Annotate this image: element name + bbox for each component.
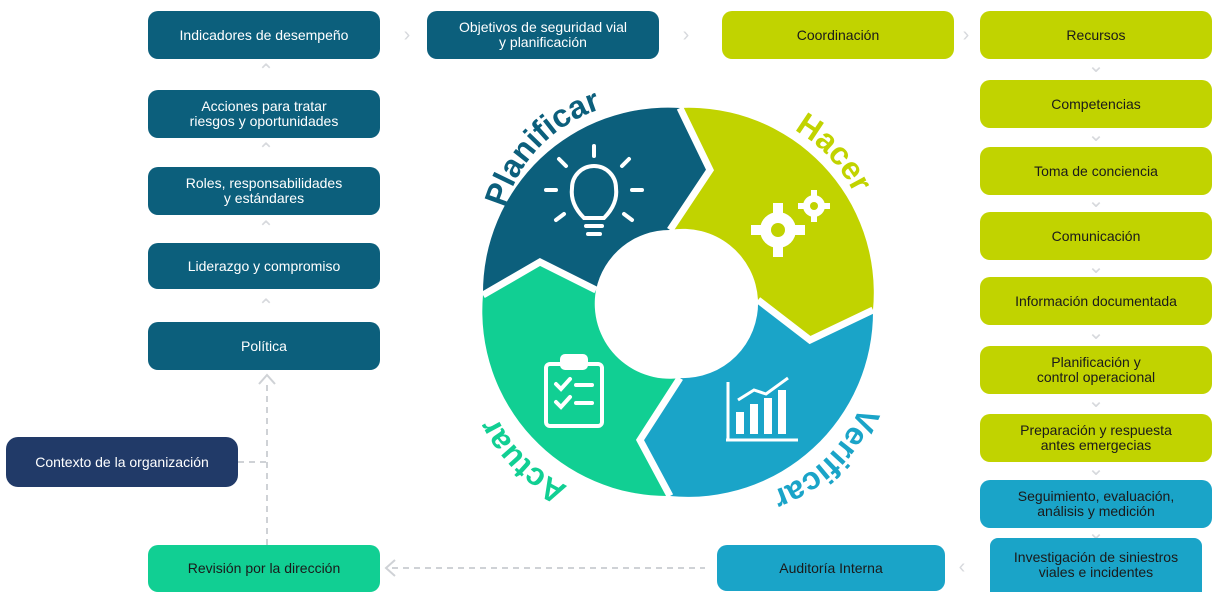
revision-direccion-label: Revisión por la dirección [187, 560, 341, 576]
indicadores-desempeno-label: Indicadores de desempeño [179, 26, 349, 43]
liderazgo-label: Liderazgo y compromiso [187, 257, 341, 274]
competencias-box: Competencias [980, 80, 1212, 128]
investigacion-line-2: viales e incidentes [1038, 564, 1154, 580]
objetivos-box: Objetivos de seguridad vial y planificac… [427, 11, 659, 59]
competencias-label: Competencias [1051, 95, 1141, 112]
chevron-right-icon: › [962, 24, 970, 46]
seguimiento-line-2: análisis y medición [1037, 503, 1155, 519]
chevron-down-icon: ⌄ [1087, 124, 1105, 146]
planificacion-control-line-1: Planificación y [1051, 354, 1141, 370]
chevron-up-icon: ⌃ [257, 140, 275, 162]
chevron-down-icon: ⌄ [1087, 322, 1105, 344]
planificacion-control-line-2: control operacional [1036, 369, 1156, 385]
planificacion-control-box: Planificación y control operacional [980, 346, 1212, 394]
recursos-box: Recursos [980, 11, 1212, 59]
toma-conciencia-box: Toma de conciencia [980, 147, 1212, 195]
coordinacion-label: Coordinación [796, 26, 880, 43]
informacion-documentada-box: Información documentada [980, 277, 1212, 325]
preparacion-line-2: antes emergecias [1040, 437, 1152, 453]
seguimiento-line-1: Seguimiento, evaluación, [1017, 488, 1175, 504]
investigacion-line-1: Investigación de siniestros [1013, 549, 1179, 565]
recursos-label: Recursos [1066, 26, 1126, 43]
gears-icon [751, 190, 830, 257]
chevron-up-icon: ⌃ [257, 218, 275, 240]
seguimiento-evaluacion-box: Seguimiento, evaluación, análisis y medi… [980, 480, 1212, 528]
chevron-down-icon: ⌄ [1087, 458, 1105, 480]
coordinacion-box: Coordinación [722, 11, 954, 59]
contexto-organizacion-label: Contexto de la organización [35, 453, 209, 470]
chevron-down-icon: ⌄ [1087, 190, 1105, 212]
chevron-down-icon: ⌄ [1087, 256, 1105, 278]
verificar-segment [640, 300, 874, 497]
toma-conciencia-label: Toma de conciencia [1034, 162, 1158, 179]
preparacion-line-1: Preparación y respuesta [1020, 422, 1172, 438]
lightbulb-icon [544, 144, 644, 236]
comunicacion-label: Comunicación [1051, 227, 1141, 244]
acciones-riesgos-box: Acciones para tratar riesgos y oportunid… [148, 90, 380, 138]
preparacion-respuesta-box: Preparación y respuesta antes emergecias [980, 414, 1212, 462]
roles-line-1: Roles, responsabilidades [185, 175, 343, 191]
chevron-left-icon: ‹ [958, 556, 966, 578]
comunicacion-box: Comunicación [980, 212, 1212, 260]
indicadores-desempeno-box: Indicadores de desempeño [148, 11, 380, 59]
chevron-up-icon: ⌃ [257, 296, 275, 318]
roles-line-2: y estándares [223, 190, 305, 206]
clipboard-checklist-icon [544, 354, 604, 428]
chevron-down-icon: ⌄ [1087, 55, 1105, 77]
investigacion-siniestros-box: Investigación de siniestros viales e inc… [990, 538, 1202, 592]
chevron-right-icon: › [682, 24, 690, 46]
revision-direccion-box: Revisión por la dirección [148, 545, 380, 592]
informacion-documentada-label: Información documentada [1015, 292, 1177, 309]
chevron-down-icon: ⌄ [1087, 390, 1105, 412]
politica-box: Política [148, 322, 380, 370]
auditoria-interna-label: Auditoría Interna [779, 559, 883, 576]
actuar-segment [482, 262, 680, 497]
chevron-right-icon: › [403, 24, 411, 46]
roles-responsabilidades-box: Roles, responsabilidades y estándares [148, 167, 380, 215]
acciones-riesgos-line-2: riesgos y oportunidades [189, 113, 339, 129]
objetivos-line-2: y planificación [499, 34, 587, 50]
auditoria-interna-box: Auditoría Interna [717, 545, 945, 591]
chevron-up-icon: ⌃ [257, 61, 275, 83]
objetivos-line-1: Objetivos de seguridad vial [458, 19, 628, 35]
contexto-organizacion-box: Contexto de la organización [6, 437, 238, 487]
politica-label: Política [241, 337, 287, 354]
liderazgo-box: Liderazgo y compromiso [148, 243, 380, 289]
planificar-segment [482, 107, 710, 295]
acciones-riesgos-line-1: Acciones para tratar [201, 98, 327, 114]
bar-chart-icon [726, 376, 798, 442]
